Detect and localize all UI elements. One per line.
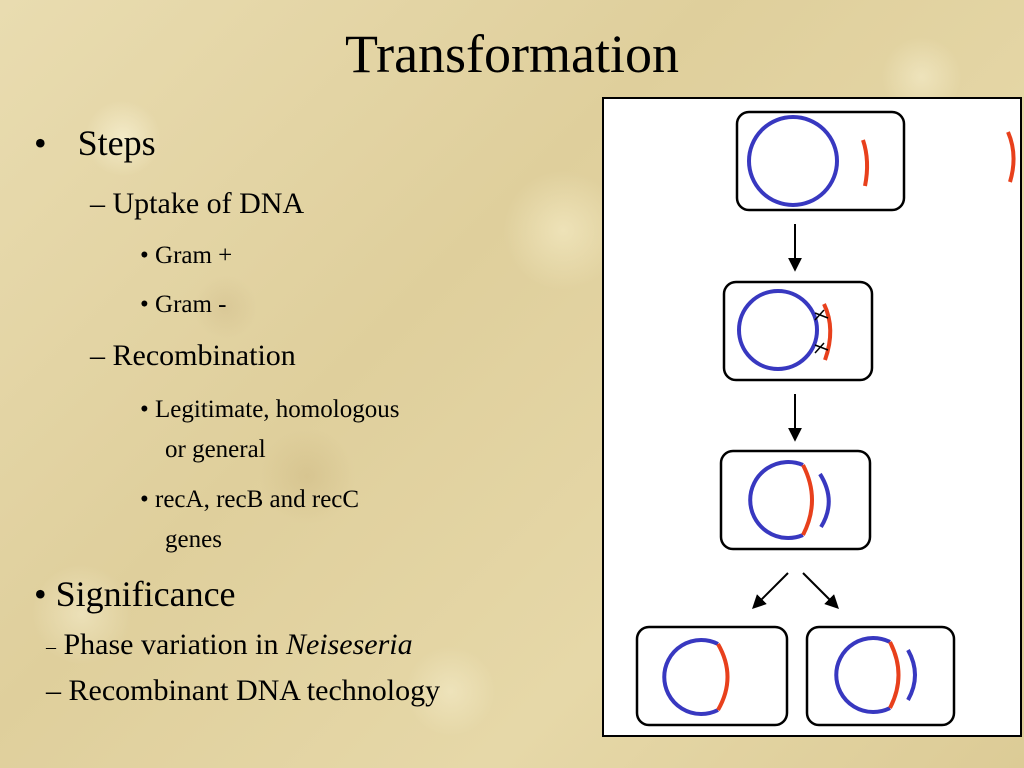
- displaced-host-strand: [818, 472, 831, 529]
- outline-steps: • Steps: [34, 123, 156, 163]
- donor-dna-fragment: [861, 139, 870, 187]
- significance-label: Significance: [55, 574, 236, 614]
- daughter-cell-left: [635, 625, 789, 727]
- outline-recombinant-dna: – Recombinant DNA technology: [46, 674, 440, 708]
- outline-gram-negative: • Gram -: [140, 290, 227, 320]
- integrated-donor-segment: [801, 464, 814, 536]
- crossover-mark: [814, 309, 829, 321]
- daughter-cell-right: [805, 625, 956, 727]
- outline-uptake: – Uptake of DNA: [90, 187, 304, 221]
- rec-genes-line2: genes: [165, 526, 222, 553]
- phase-organism: Neiseseria: [285, 628, 413, 661]
- bullet-dot: •: [140, 396, 149, 423]
- bullet-dot: •: [34, 574, 47, 614]
- legitimate-line2: or general: [165, 436, 266, 463]
- crossover-mark: [814, 342, 829, 354]
- outline-gram-positive: • Gram +: [140, 241, 232, 271]
- host-chromosome: [747, 115, 839, 207]
- transformation-diagram: [602, 97, 1022, 737]
- division-arrow-left: [752, 572, 789, 609]
- steps-label: Steps: [77, 123, 156, 163]
- slide-title: Transformation: [345, 24, 679, 84]
- cell-outline: [735, 110, 906, 212]
- gram-positive-label: Gram +: [155, 242, 233, 269]
- outline-legitimate: • Legitimate, homologous: [140, 395, 399, 425]
- bullet-dot: •: [140, 242, 149, 269]
- recombinant-label: Recombinant DNA technology: [68, 674, 441, 707]
- legitimate-line1: Legitimate, homologous: [155, 396, 400, 423]
- host-chromosome: [737, 289, 819, 371]
- recombinant-segment: [888, 641, 901, 709]
- phase-label: Phase variation in: [63, 628, 286, 661]
- outline-significance: • Significance: [34, 574, 236, 614]
- dash: –: [46, 636, 56, 659]
- outline-phase-variation: – Phase variation in Neiseseria: [46, 628, 413, 664]
- dash: –: [90, 187, 105, 220]
- uptake-label: Uptake of DNA: [112, 187, 305, 220]
- bullet-dot: •: [140, 486, 149, 513]
- recombination-label: Recombination: [112, 339, 296, 372]
- dash: –: [46, 674, 61, 707]
- division-arrow-right: [802, 572, 839, 609]
- outline-recombination: – Recombination: [90, 339, 296, 373]
- rec-genes-line1: recA, recB and recC: [155, 486, 360, 513]
- stage-pairing: [722, 280, 874, 382]
- cell-outline: [722, 280, 874, 382]
- bullet-dot: •: [140, 291, 149, 318]
- outline-rec-genes: • recA, recB and recC: [140, 485, 359, 515]
- outline-rec-genes-cont: genes: [165, 525, 222, 555]
- gram-negative-label: Gram -: [155, 291, 227, 318]
- host-chromosome: [748, 460, 804, 540]
- free-donor-dna: [1006, 131, 1016, 183]
- donor-dna-paired: [822, 303, 833, 361]
- recombinant-segment: [716, 643, 730, 711]
- stage-uptake: [735, 110, 1016, 212]
- host-chromosome: [834, 636, 891, 714]
- stage-exchange: [719, 449, 872, 551]
- cell-outline: [719, 449, 872, 551]
- outline-legitimate-cont: or general: [165, 435, 266, 465]
- degraded-host-strand: [906, 649, 917, 701]
- bullet-dot: •: [34, 123, 47, 163]
- dash: –: [90, 339, 105, 372]
- diagram-svg: [635, 110, 1016, 727]
- host-chromosome: [662, 638, 719, 716]
